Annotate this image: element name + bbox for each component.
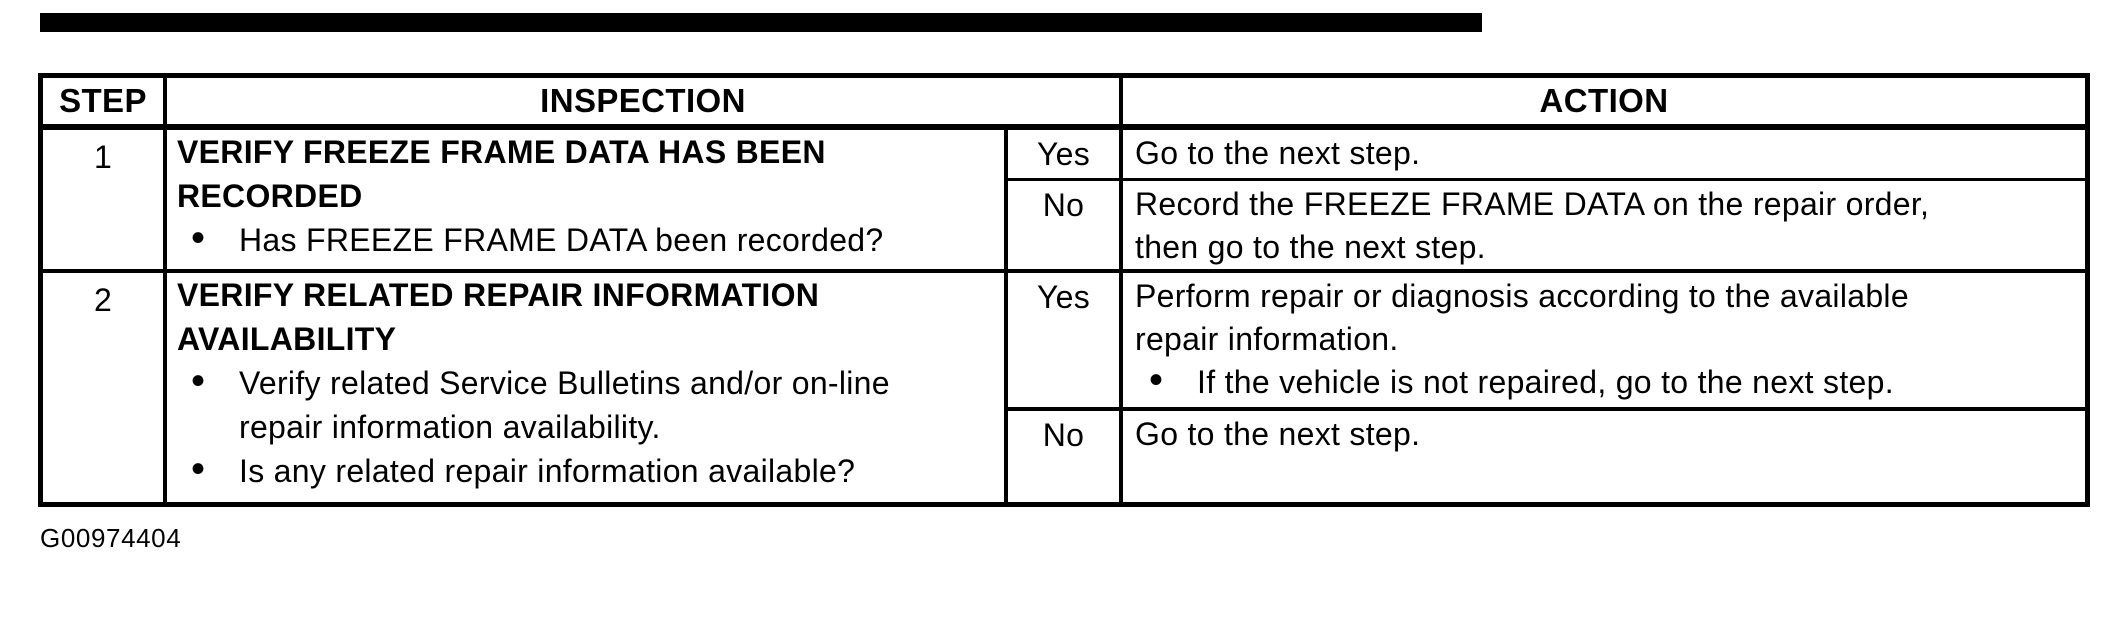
diagnostic-procedure-table: STEP INSPECTION ACTION 1 VERIFY FREEZE F…: [38, 73, 2090, 507]
branch-row-no: No Go to the next step.: [1008, 411, 2085, 502]
branch-row-no: No Record the FREEZE FRAME DATA on the r…: [1008, 181, 2085, 269]
branch-stack: Yes Perform repair or diagnosis accordin…: [1008, 273, 2085, 502]
action-text: Record the FREEZE FRAME DATA on the repa…: [1135, 186, 1930, 265]
answer-no: No: [1008, 181, 1123, 269]
answer-yes: Yes: [1008, 273, 1123, 407]
action-bullet: If the vehicle is not repaired, go to th…: [1149, 359, 2075, 404]
step-number: 2: [43, 273, 167, 502]
table-header-row: STEP INSPECTION ACTION: [43, 78, 2085, 130]
action-cell: Record the FREEZE FRAME DATA on the repa…: [1123, 181, 2085, 269]
answer-yes: Yes: [1008, 130, 1123, 178]
inspection-bullet: Has FREEZE FRAME DATA been recorded?: [191, 216, 996, 262]
inspection-bullet: Is any related repair information availa…: [191, 447, 996, 493]
column-header-action: ACTION: [1539, 82, 1669, 119]
branch-row-yes: Yes Go to the next step.: [1008, 130, 2085, 181]
table-row-step-1: 1 VERIFY FREEZE FRAME DATA HAS BEEN RECO…: [43, 130, 2085, 273]
inspection-bullet-list: Has FREEZE FRAME DATA been recorded?: [177, 216, 996, 262]
action-cell: Go to the next step.: [1123, 411, 2085, 502]
scan-artifact-top-bar: [40, 13, 1482, 32]
step-number: 1: [43, 130, 167, 269]
action-text: Go to the next step.: [1135, 416, 1421, 452]
action-cell: Go to the next step.: [1123, 130, 2085, 178]
action-bullet-list: If the vehicle is not repaired, go to th…: [1135, 359, 2075, 404]
inspection-title: VERIFY FREEZE FRAME DATA HAS BEEN RECORD…: [177, 134, 826, 214]
answer-no: No: [1008, 411, 1123, 502]
action-text: Go to the next step.: [1135, 135, 1421, 171]
inspection-cell: VERIFY RELATED REPAIR INFORMATION AVAILA…: [167, 273, 1008, 502]
action-text: Perform repair or diagnosis according to…: [1135, 278, 1909, 357]
inspection-bullet: Verify related Service Bulletins and/or …: [191, 359, 996, 449]
inspection-bullet-list: Verify related Service Bulletins and/or …: [177, 359, 996, 493]
table-row-step-2: 2 VERIFY RELATED REPAIR INFORMATION AVAI…: [43, 273, 2085, 502]
column-header-inspection: INSPECTION: [167, 78, 1123, 124]
inspection-title: VERIFY RELATED REPAIR INFORMATION AVAILA…: [177, 277, 820, 357]
figure-id: G00974404: [40, 523, 182, 553]
branch-row-yes: Yes Perform repair or diagnosis accordin…: [1008, 273, 2085, 411]
branch-stack: Yes Go to the next step. No Record the F…: [1008, 130, 2085, 269]
inspection-cell: VERIFY FREEZE FRAME DATA HAS BEEN RECORD…: [167, 130, 1008, 269]
action-cell: Perform repair or diagnosis according to…: [1123, 273, 2085, 407]
column-header-step: STEP: [43, 78, 167, 124]
